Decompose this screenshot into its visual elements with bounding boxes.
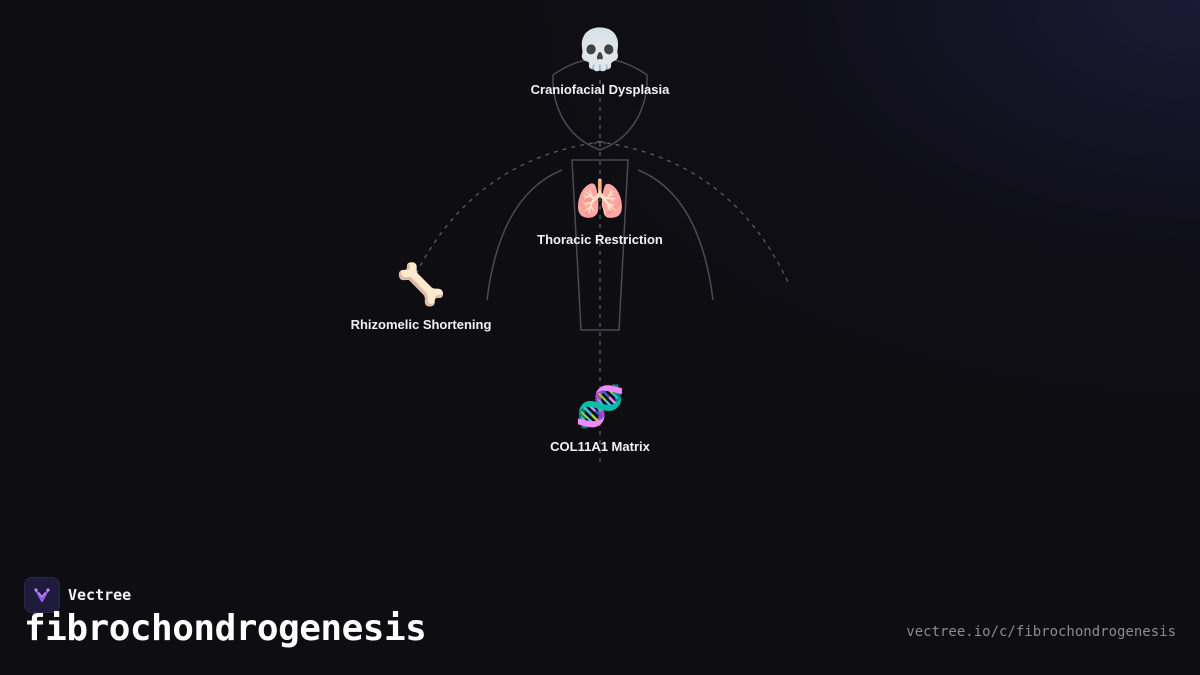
left-arm-outline	[486, 169, 563, 301]
vectree-logo-icon	[24, 577, 60, 613]
dna-icon: 🧬	[575, 384, 625, 430]
connector-arc	[411, 141, 789, 283]
node-label: Craniofacial Dysplasia	[530, 82, 670, 97]
node-label: Thoracic Restriction	[537, 232, 663, 247]
node-craniofacial-dysplasia[interactable]: 💀 Craniofacial Dysplasia	[531, 26, 670, 97]
page-title: fibrochondrogenesis	[24, 608, 427, 649]
torso-outline	[571, 159, 629, 331]
right-arm-outline	[637, 169, 714, 301]
node-label: Rhizomelic Shortening	[350, 317, 492, 332]
page-url[interactable]: vectree.io/c/fibrochondrogenesis	[906, 624, 1176, 640]
skull-icon: 💀	[575, 27, 625, 73]
brand[interactable]: Vectree	[24, 577, 131, 613]
bone-icon: 🦴	[396, 262, 446, 308]
head-outline	[552, 57, 648, 151]
node-rhizomelic-shortening[interactable]: 🦴 Rhizomelic Shortening	[351, 261, 492, 332]
node-thoracic-restriction[interactable]: 🫁 Thoracic Restriction	[537, 176, 663, 247]
lungs-icon: 🫁	[575, 177, 625, 223]
brand-name: Vectree	[68, 586, 132, 604]
node-col11a1-matrix[interactable]: 🧬 COL11A1 Matrix	[550, 383, 650, 454]
node-label: COL11A1 Matrix	[550, 439, 650, 454]
